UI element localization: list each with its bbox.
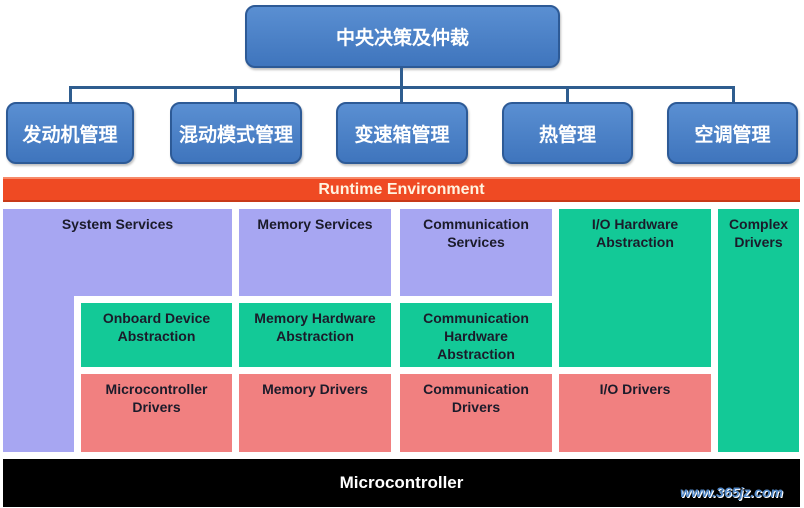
central-decision-box: 中央决策及仲裁 [245, 5, 560, 68]
system-services-label: System Services [61, 216, 174, 232]
manager-label: 发动机管理 [22, 123, 118, 146]
communication-hardware-abstraction-label: Communication Hardware Abstraction [423, 310, 529, 362]
manager-label: 空调管理 [694, 123, 771, 146]
memory-hardware-abstraction-block: Memory Hardware Abstraction [239, 303, 391, 367]
io-drivers-block: I/O Drivers [559, 374, 711, 452]
manager-label: 热管理 [538, 123, 596, 146]
io-drivers-label: I/O Drivers [599, 381, 671, 397]
hybrid-mode-management-box: 混动模式管理 [170, 102, 302, 164]
microcontroller-drivers-block: Microcontroller Drivers [81, 374, 232, 452]
onboard-device-abstraction-label: Onboard Device Abstraction [102, 310, 211, 344]
communication-hardware-abstraction-block: Communication Hardware Abstraction [400, 303, 552, 367]
runtime-environment-label: Runtime Environment [318, 180, 485, 198]
io-hardware-abstraction-label: I/O Hardware Abstraction [591, 216, 679, 250]
memory-services-label: Memory Services [257, 216, 373, 232]
memory-drivers-block: Memory Drivers [239, 374, 391, 452]
complex-drivers-block: Complex Drivers [718, 209, 799, 452]
watermark-text: www.365jz.com [680, 484, 783, 500]
communication-drivers-block: Communication Drivers [400, 374, 552, 452]
tree-branch-line [732, 86, 735, 102]
central-decision-label: 中央决策及仲裁 [335, 27, 469, 49]
microcontroller-drivers-label: Microcontroller Drivers [105, 381, 208, 415]
onboard-device-abstraction-block: Onboard Device Abstraction [81, 303, 232, 367]
memory-services-block: Memory Services [239, 209, 391, 296]
complex-drivers-label: Complex Drivers [728, 216, 789, 250]
tree-branch-line [234, 86, 237, 102]
manager-label: 变速箱管理 [354, 123, 450, 146]
watermark: www.365jz.com [680, 484, 802, 504]
microcontroller-label: Microcontroller [339, 473, 464, 492]
tree-branch-line [566, 86, 569, 102]
tree-branch-line [69, 86, 72, 102]
communication-drivers-label: Communication Drivers [423, 381, 529, 415]
memory-hardware-abstraction-label: Memory Hardware Abstraction [254, 310, 376, 344]
io-hardware-abstraction-block: I/O Hardware Abstraction [559, 209, 711, 367]
communication-services-block: Communication Services [400, 209, 552, 296]
system-services-block [3, 209, 232, 296]
microcontroller-bar: Microcontroller [3, 459, 800, 507]
hvac-management-box: 空调管理 [667, 102, 798, 164]
thermal-management-box: 热管理 [502, 102, 633, 164]
memory-drivers-label: Memory Drivers [262, 381, 368, 397]
system-services-column [3, 296, 74, 452]
tree-branch-line [400, 86, 403, 102]
engine-management-box: 发动机管理 [6, 102, 134, 164]
transmission-management-box: 变速箱管理 [336, 102, 468, 164]
runtime-environment-bar: Runtime Environment [3, 177, 800, 202]
manager-label: 混动模式管理 [178, 123, 293, 146]
communication-services-label: Communication Services [423, 216, 529, 250]
tree-trunk-line [400, 68, 403, 88]
